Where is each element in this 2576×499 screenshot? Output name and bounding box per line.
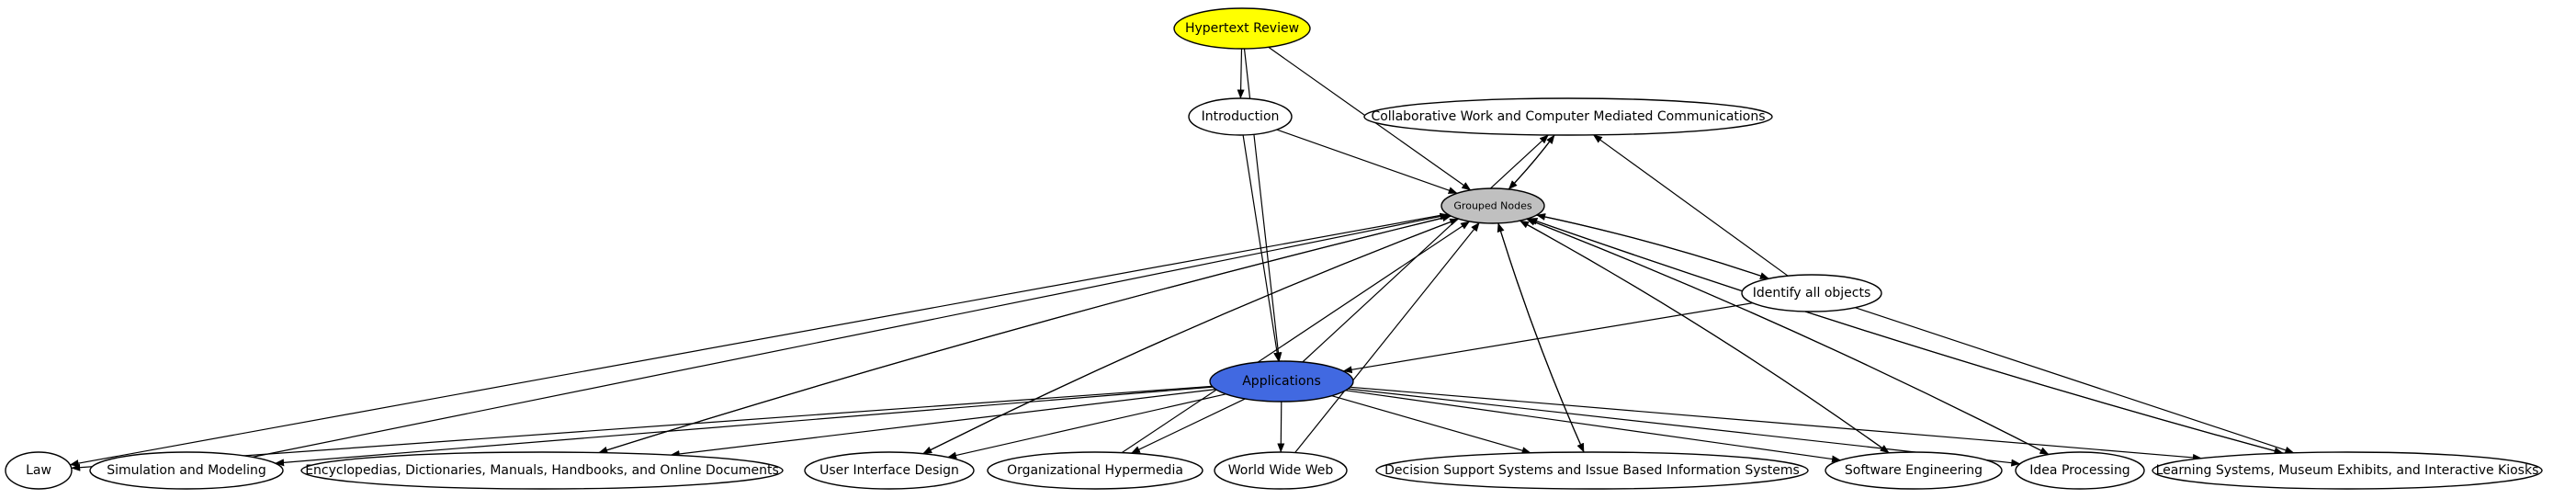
- node-encyclopedias[interactable]: Encyclopedias, Dictionaries, Manuals, Ha…: [300, 451, 784, 490]
- node-software-engineering[interactable]: Software Engineering: [1825, 451, 2003, 490]
- node-simulation-and-modeling-label: Simulation and Modeling: [107, 463, 266, 478]
- node-introduction[interactable]: Introduction: [1188, 97, 1293, 136]
- node-user-interface-design[interactable]: User Interface Design: [804, 451, 975, 490]
- edge-applications-to-decision-support: [1331, 395, 1531, 455]
- node-applications-shape: [1209, 360, 1354, 403]
- node-collaborative-work-shape: [1363, 97, 1773, 136]
- node-hypertext-review-shape: [1173, 7, 1311, 50]
- node-user-interface-design-label: User Interface Design: [819, 463, 959, 478]
- edge-identify-all-objects-to-collaborative-work: [1592, 134, 1789, 277]
- edge-identify-all-objects-to-applications: [1342, 302, 1753, 374]
- node-decision-support[interactable]: Decision Support Systems and Issue Based…: [1375, 451, 1809, 490]
- edge-learning-systems-to-grouped-nodes: [1528, 218, 2284, 454]
- node-grouped-nodes-shape: [1441, 187, 1545, 224]
- node-identify-all-objects-shape: [1741, 274, 1882, 312]
- node-encyclopedias-shape: [300, 451, 784, 490]
- edge-hypertext-review-to-introduction: [1237, 48, 1245, 99]
- node-law-label: Law: [26, 463, 51, 478]
- node-applications-label: Applications: [1242, 374, 1321, 389]
- node-grouped-nodes-label: Grouped Nodes: [1453, 200, 1531, 212]
- edge-identify-all-objects-to-learning-systems: [1855, 307, 2295, 454]
- node-world-wide-web[interactable]: World Wide Web: [1214, 451, 1348, 490]
- node-identify-all-objects[interactable]: Identify all objects: [1741, 274, 1882, 312]
- node-law-shape: [5, 451, 73, 490]
- edge-organizational-hypermedia-to-grouped-nodes: [1121, 221, 1471, 454]
- node-simulation-and-modeling-shape: [89, 451, 284, 490]
- node-collaborative-work[interactable]: Collaborative Work and Computer Mediated…: [1363, 97, 1773, 136]
- node-decision-support-label: Decision Support Systems and Issue Based…: [1384, 463, 1800, 478]
- edge-idea-processing-to-grouped-nodes: [1526, 218, 2050, 456]
- node-decision-support-shape: [1375, 451, 1809, 490]
- node-world-wide-web-shape: [1214, 451, 1348, 490]
- node-organizational-hypermedia[interactable]: Organizational Hypermedia: [987, 451, 1203, 490]
- edge-hypertext-review-to-applications: [1243, 48, 1282, 362]
- node-idea-processing[interactable]: Idea Processing: [2015, 451, 2145, 490]
- edge-world-wide-web-to-grouped-nodes: [1294, 221, 1480, 453]
- node-organizational-hypermedia-label: Organizational Hypermedia: [1007, 463, 1183, 478]
- node-user-interface-design-shape: [804, 451, 975, 490]
- node-introduction-shape: [1188, 97, 1293, 136]
- edge-simulation-and-modeling-to-grouped-nodes: [252, 212, 1450, 458]
- edge-introduction-to-grouped-nodes: [1276, 129, 1458, 194]
- edge-grouped-nodes-to-learning-systems: [1528, 218, 2284, 455]
- node-idea-processing-label: Idea Processing: [2029, 463, 2130, 478]
- edges-layer: [69, 46, 2295, 471]
- node-encyclopedias-label: Encyclopedias, Dictionaries, Manuals, Ha…: [305, 463, 779, 478]
- edge-applications-to-organizational-hypermedia: [1130, 398, 1246, 454]
- node-introduction-label: Introduction: [1202, 109, 1280, 124]
- node-learning-systems[interactable]: Learning Systems, Museum Exhibits, and I…: [2152, 451, 2543, 490]
- node-learning-systems-label: Learning Systems, Museum Exhibits, and I…: [2156, 463, 2539, 478]
- edge-applications-to-encyclopedias: [670, 389, 1216, 458]
- edge-decision-support-to-grouped-nodes: [1497, 222, 1585, 453]
- edge-applications-to-world-wide-web: [1277, 401, 1285, 453]
- node-idea-processing-shape: [2015, 451, 2145, 490]
- node-law[interactable]: Law: [5, 451, 73, 490]
- edge-grouped-nodes-to-identify-all-objects: [1536, 214, 1769, 279]
- edge-grouped-nodes-to-software-engineering: [1520, 220, 1890, 454]
- edge-grouped-nodes-to-idea-processing: [1526, 218, 2050, 456]
- node-software-engineering-label: Software Engineering: [1845, 463, 1983, 478]
- edge-applications-to-user-interface-design: [947, 393, 1226, 459]
- edge-applications-to-software-engineering: [1345, 390, 1841, 463]
- node-collaborative-work-label: Collaborative Work and Computer Mediated…: [1371, 109, 1765, 124]
- edge-applications-to-collaborative-work: [1302, 134, 1549, 363]
- edge-user-interface-design-to-grouped-nodes: [922, 218, 1460, 455]
- edge-encyclopedias-to-grouped-nodes: [598, 214, 1452, 454]
- edge-identify-all-objects-to-grouped-nodes: [1536, 213, 1769, 279]
- node-identify-all-objects-label: Identify all objects: [1753, 286, 1871, 301]
- edge-applications-to-simulation-and-modeling: [275, 386, 1214, 467]
- edge-grouped-nodes-to-user-interface-design: [922, 218, 1459, 455]
- edge-applications-to-learning-systems: [1350, 386, 2202, 461]
- edge-software-engineering-to-grouped-nodes: [1520, 220, 1890, 454]
- node-software-engineering-shape: [1825, 451, 2003, 490]
- node-simulation-and-modeling[interactable]: Simulation and Modeling: [89, 451, 284, 490]
- edge-grouped-nodes-to-law: [69, 213, 1448, 468]
- edge-collaborative-work-to-grouped-nodes: [1508, 134, 1555, 190]
- node-hypertext-review[interactable]: Hypertext Review: [1173, 7, 1311, 50]
- node-hypertext-review-label: Hypertext Review: [1185, 21, 1299, 36]
- node-learning-systems-shape: [2152, 451, 2543, 490]
- node-organizational-hypermedia-shape: [987, 451, 1203, 490]
- node-world-wide-web-label: World Wide Web: [1228, 463, 1334, 478]
- node-applications[interactable]: Applications: [1209, 360, 1354, 403]
- node-grouped-nodes[interactable]: Grouped Nodes: [1441, 187, 1545, 224]
